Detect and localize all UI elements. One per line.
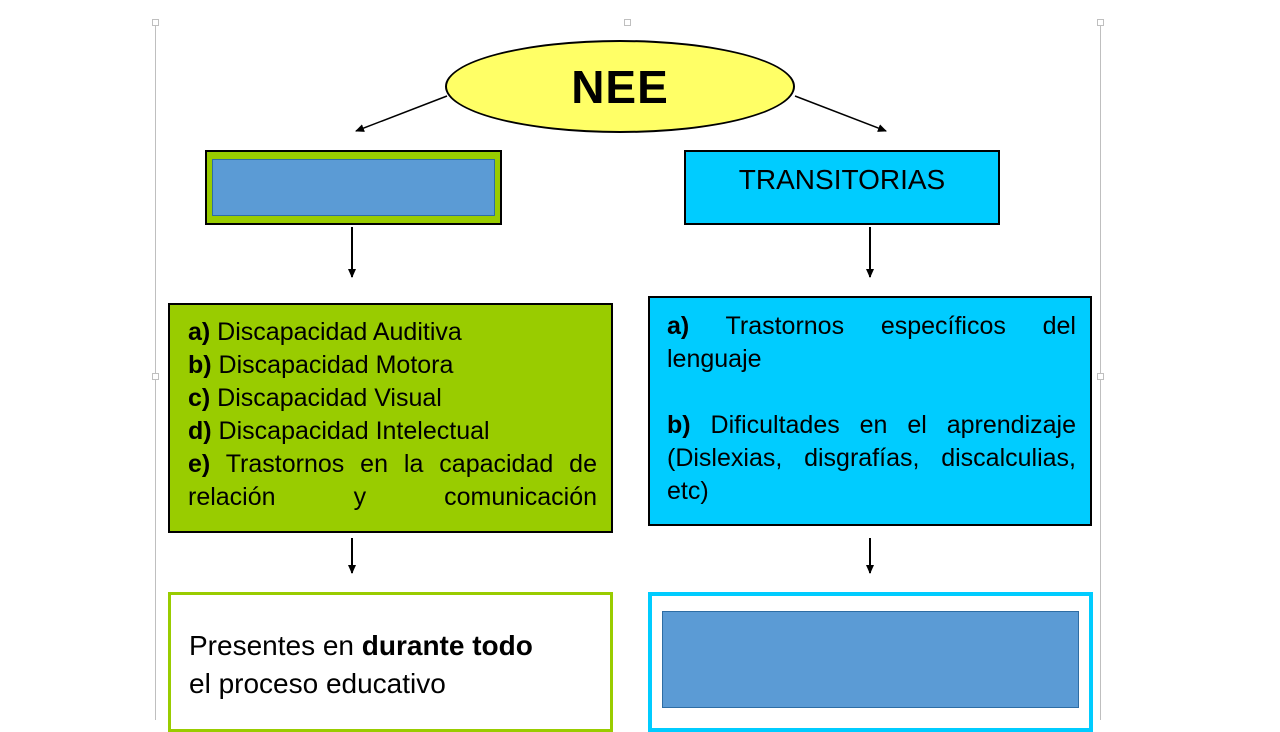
left-bottom-box: Presentes en durante todo el proceso edu… <box>168 592 613 732</box>
nee-title: NEE <box>571 60 669 113</box>
list-item: b) Discapacidad Motora <box>188 351 454 379</box>
resize-handle-top-left[interactable] <box>152 19 159 26</box>
frame-left-line <box>155 22 156 720</box>
list-item: b) Dificultades en el aprendizaje (Disle… <box>667 411 1076 505</box>
resize-handle-middle-left[interactable] <box>152 373 159 380</box>
list-item: c) Discapacidad Visual <box>188 384 442 412</box>
left-header-placeholder <box>212 159 495 216</box>
resize-handle-top-right[interactable] <box>1097 19 1104 26</box>
resize-handle-middle-right[interactable] <box>1097 373 1104 380</box>
right-header-label: TRANSITORIAS <box>738 164 946 195</box>
right-header-box: TRANSITORIAS <box>684 150 1000 225</box>
nee-oval: NEE <box>445 40 795 133</box>
left-bottom-text: Presentes en durante todo el proceso edu… <box>189 630 533 699</box>
frame-right-line <box>1100 22 1101 720</box>
left-list-box: a) Discapacidad Auditiva b) Discapacidad… <box>168 303 613 533</box>
list-item: a) Trastornos específicos del lenguaje <box>667 312 1076 373</box>
left-header-box <box>205 150 502 225</box>
right-list-box: a) Trastornos específicos del lenguaje b… <box>648 296 1092 526</box>
list-item: e) Trastornos en la capacidad de relació… <box>188 450 597 511</box>
arrow-nee-to-right <box>794 95 887 132</box>
list-item: d) Discapacidad Intelectual <box>188 417 490 445</box>
right-bottom-box <box>648 592 1093 732</box>
resize-handle-top-center[interactable] <box>624 19 631 26</box>
list-item: a) Discapacidad Auditiva <box>188 318 462 346</box>
right-bottom-placeholder <box>662 611 1079 708</box>
arrow-nee-to-left <box>355 95 448 132</box>
